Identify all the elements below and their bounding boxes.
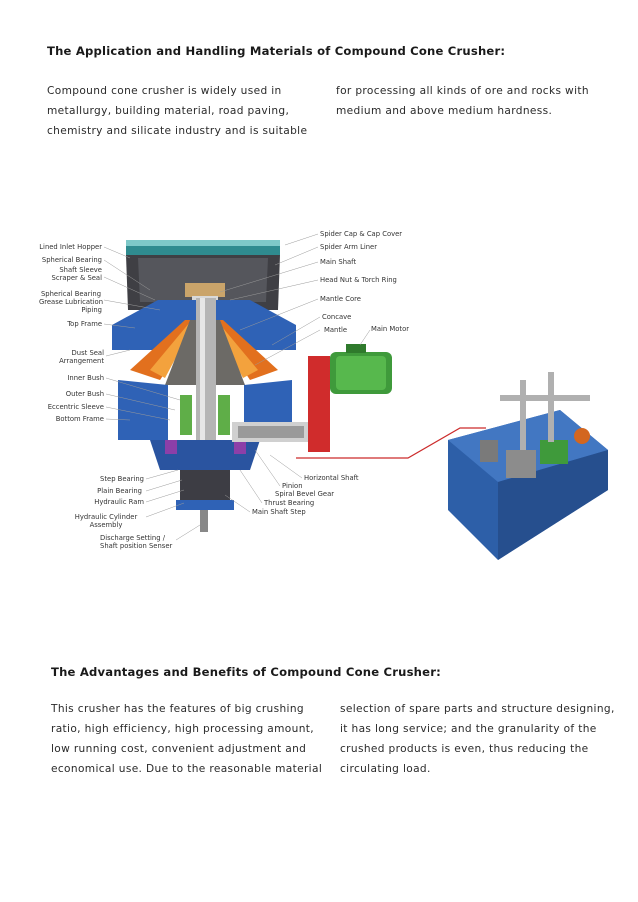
paragraph-line: ratio, high efficiency, high processing … (51, 723, 314, 735)
pulley-illustration (308, 356, 330, 452)
label-lined-inlet-hopper: Lined Inlet Hopper (39, 243, 102, 251)
paragraph-line: economical use. Due to the reasonable ma… (51, 763, 323, 775)
paragraph-line: This crusher has the features of big cru… (51, 703, 304, 715)
label-main-shaft-step: Main Shaft Step (252, 508, 306, 516)
label-inner-bush: Inner Bush (67, 374, 104, 382)
section-title-advantages: The Advantages and Benefits of Compound … (51, 665, 441, 679)
paragraph-line: Compound cone crusher is widely used in (47, 85, 282, 97)
label-line: Grease Lubrication (38, 298, 104, 306)
label-discharge-setting: Discharge Setting / Shaft position Sense… (100, 534, 172, 550)
label-spherical-bearing-grease-lubrication-piping: Spherical Bearing Grease Lubrication Pip… (28, 290, 114, 314)
paragraph-line: for processing all kinds of ore and rock… (336, 85, 589, 97)
paragraph-line: metallurgy, building material, road pavi… (47, 105, 290, 117)
label-eccentric-sleeve: Eccentric Sleeve (47, 403, 104, 411)
label-bottom-frame: Bottom Frame (55, 415, 104, 423)
label-line: Discharge Setting / (100, 534, 165, 542)
label-thrust-bearing: Thrust Bearing (264, 499, 315, 507)
section-title-application: The Application and Handling Materials o… (47, 44, 506, 58)
label-concave: Concave (322, 313, 352, 321)
paragraph-line: medium and above medium hardness. (336, 105, 553, 117)
label-line: Dust Seal (71, 349, 104, 357)
advantages-paragraph-col2: selection of spare parts and structure d… (340, 699, 615, 779)
paragraph-line: circulating load. (340, 763, 431, 775)
label-pinion: Pinion (282, 482, 303, 490)
label-hydraulic-ram: Hydraulic Ram (94, 498, 144, 506)
label-line: Arrangement (59, 357, 104, 365)
label-line: Scraper & Seal (51, 274, 102, 282)
label-spider-cap: Spider Cap & Cap Cover (320, 230, 403, 238)
label-spherical-bearing: Spherical Bearing (41, 256, 102, 264)
label-line: Piping (81, 306, 102, 314)
application-paragraph-col2: for processing all kinds of ore and rock… (336, 81, 589, 121)
label-step-bearing: Step Bearing (100, 475, 144, 483)
label-spider-arm-liner: Spider Arm Liner (320, 243, 378, 251)
label-outer-bush: Outer Bush (65, 390, 104, 398)
label-line: Assembly (89, 521, 123, 529)
advantages-paragraph-col1: This crusher has the features of big cru… (51, 699, 322, 779)
bottom-frame-illustration (118, 380, 168, 440)
head-nut-illustration (185, 283, 225, 297)
label-horizontal-shaft: Horizontal Shaft (304, 474, 359, 482)
application-paragraph-col1: Compound cone crusher is widely used in … (47, 81, 307, 141)
label-spiral-bevel-gear: Spiral Bevel Gear (275, 490, 335, 498)
label-line: Spherical Bearing (40, 290, 102, 298)
paragraph-line: it has long service; and the granularity… (340, 723, 597, 735)
label-dust-seal-arrangement: Dust Seal Arrangement (18, 349, 104, 365)
label-top-frame: Top Frame (67, 320, 102, 328)
label-shaft-sleeve-scraper-seal: Shaft Sleeve Scraper & Seal (18, 266, 102, 282)
label-line: Shaft Sleeve (59, 266, 102, 274)
label-head-nut-torch-ring: Head Nut & Torch Ring (320, 276, 397, 284)
paragraph-line: crushed products is even, thus reducing … (340, 743, 589, 755)
label-plain-bearing: Plain Bearing (97, 487, 142, 495)
label-mantle-core: Mantle Core (320, 295, 361, 303)
paragraph-line: selection of spare parts and structure d… (340, 703, 615, 715)
inlet-hopper-illustration (126, 240, 280, 310)
label-mantle: Mantle (324, 326, 348, 334)
paragraph-line: low running cost, convenient adjustment … (51, 743, 307, 755)
lubrication-station-illustration (448, 372, 608, 560)
label-main-motor: Main Motor (371, 325, 410, 333)
paragraph-line: chemistry and silicate industry and is s… (47, 125, 308, 137)
label-line: Shaft position Senser (100, 542, 173, 550)
label-main-shaft: Main Shaft (320, 258, 357, 266)
label-hydraulic-cylinder-assembly: Hydraulic Cylinder Assembly (64, 513, 148, 529)
label-line: Hydraulic Cylinder (74, 513, 138, 521)
